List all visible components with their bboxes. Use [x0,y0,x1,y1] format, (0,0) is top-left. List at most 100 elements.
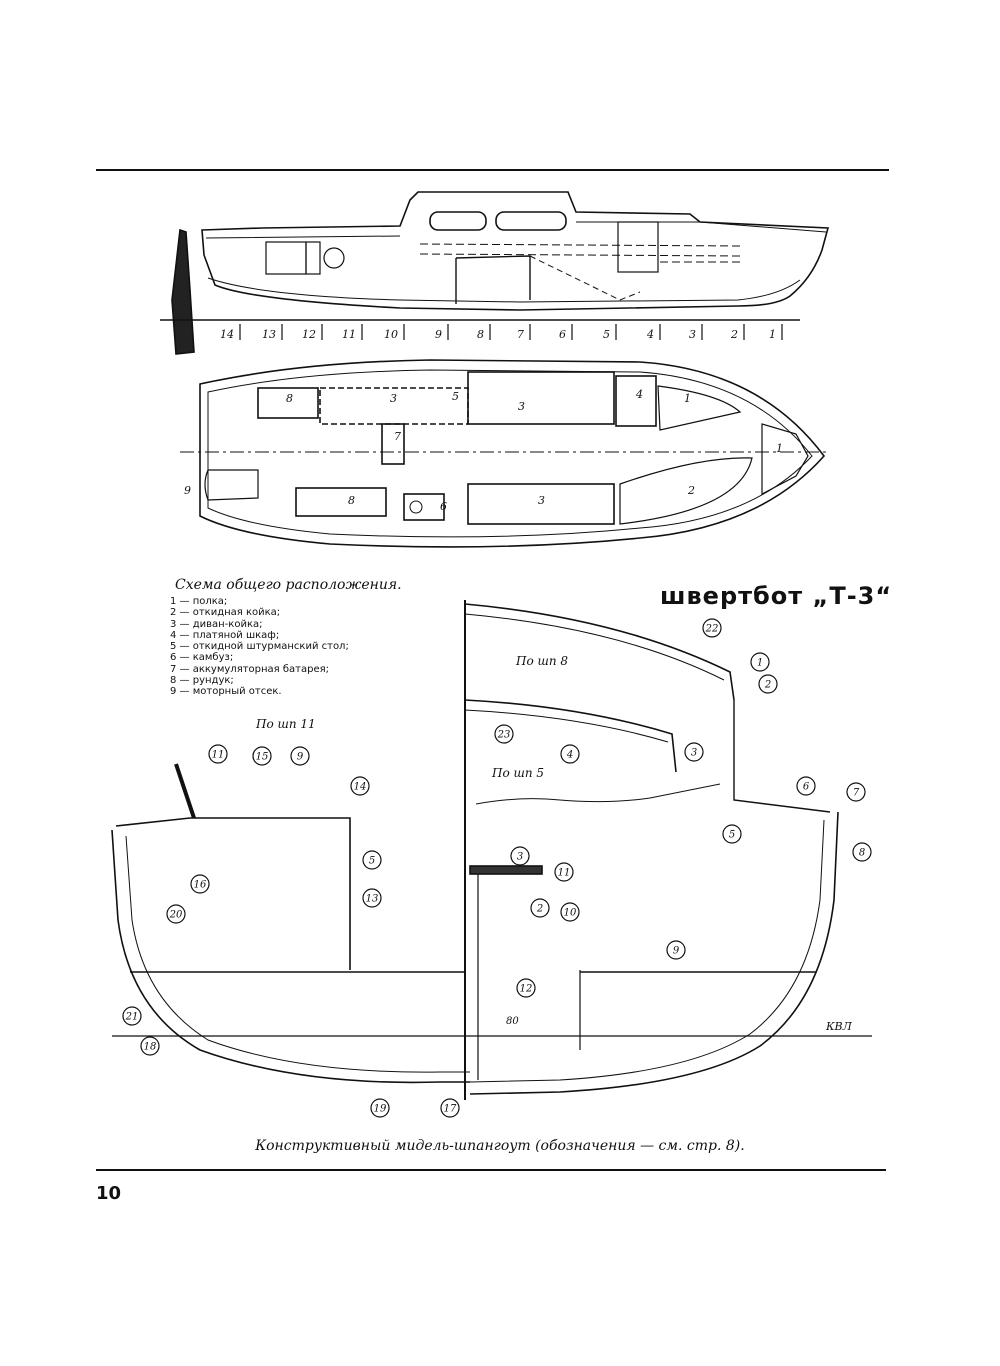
callout-label: 6 [803,782,810,793]
frame-label: 7 [517,328,524,341]
callout-circle [362,850,382,870]
frame-label: 3 [689,328,696,341]
callout-label: 22 [705,624,719,635]
legend-item: 4 — платяной шкаф; [170,629,280,641]
frame-label: 11 [342,328,356,341]
galley-6 [403,493,445,521]
legend-item: 1 — полка; [170,596,228,607]
callout-label: 4 [566,750,573,761]
callout-label: 14 [354,782,367,793]
hull-section-left-inner [125,835,470,1073]
legend-list: 1 — полка; 2 — откидная койка; 3 — диван… [170,596,349,698]
frame-label: 5 [603,328,610,341]
callout-circle [252,746,272,766]
frame-label: 2 [730,328,738,341]
cabin-roof-frame-5-inner [464,709,669,743]
frame-label: 6 [559,328,566,341]
settee-berth-bottom [467,483,615,525]
callout-label: 20 [169,910,183,921]
fore-shelf [761,423,809,495]
aft-cabinet-2 [305,241,321,275]
plan-zone-label: 8 [348,494,355,507]
frame-label: 1 [769,328,776,341]
label-frame-8: По шп 8 [516,654,569,668]
callout-label: 3 [691,748,697,759]
label-frame-11: По шп 11 [256,717,316,731]
frame-label: 14 [220,328,234,341]
fwd-berth-top [657,385,742,431]
hull-plan-outer [199,359,826,548]
callout-circle [370,1098,390,1118]
hull-section-left [111,829,470,1084]
dimension-label: 80 [506,1016,519,1027]
callout-circle [846,782,866,802]
hull-section-right [469,811,839,1095]
callout-circle [684,742,704,762]
plan-zone-label: 1 [776,442,783,455]
settee-back [469,865,543,875]
plan-zone-label: 8 [286,392,293,405]
legend-item: 7 — аккумуляторная батарея; [170,663,329,675]
cockpit-locker-8-top [257,387,319,419]
hatch-coaming [174,763,196,819]
callout-label: 3 [517,852,523,863]
battery-7 [381,423,405,465]
frame-label: 4 [646,328,654,341]
figure-caption: Конструктивный мидель-шпангоут (обозначе… [255,1138,745,1154]
cabin-roof-frame-8 [464,603,735,701]
label-frame-5: По шп 5 [492,766,545,780]
legend-title: Схема общего расположения. [175,577,402,593]
bottom-rule [96,1169,886,1171]
callout-circle [560,902,580,922]
callout-circle [530,898,550,918]
frame-ticks [239,324,783,340]
callout-label: 21 [125,1012,139,1023]
callout-label: 16 [194,880,207,891]
callout-label: 19 [374,1104,387,1115]
callout-label: 13 [366,894,379,905]
callout-label: 23 [497,730,511,741]
plan-zone-label: 3 [390,392,397,405]
callout-label: 2 [764,680,771,691]
callout-circle [852,842,872,862]
plan-zone-label: 5 [452,390,459,403]
callout-label: 11 [212,750,225,761]
settee-frame-8 [470,869,816,973]
callout-circle [208,744,228,764]
cockpit-locker-8-bottom [295,487,387,517]
callout-label: 5 [729,830,735,841]
hull-plan-inner [207,369,813,538]
callout-label: 15 [256,752,269,763]
plan-zone-label: 4 [635,388,643,401]
page-number: 10 [96,1183,122,1204]
plan-zone-label: 6 [440,500,447,513]
callout-label: 2 [536,904,543,915]
broken-section-edge [475,783,721,805]
frame-label: 8 [477,328,484,341]
cabin-window-fwd [495,211,567,231]
chair-frame [477,874,581,1080]
plan-zone-label: 2 [687,484,695,497]
engine-compartment [204,469,259,501]
keel-line [207,277,801,303]
callout-circle [440,1098,460,1118]
callout-label: 17 [444,1104,457,1115]
callout-label: 7 [853,788,860,799]
callout-circle [554,862,574,882]
callout-label: 10 [564,908,577,919]
fwd-berth-bottom [619,457,753,525]
callout-label: 1 [757,658,763,669]
callout-circle [702,618,722,638]
centerboard [529,255,641,301]
plan-zone-label: 3 [518,400,525,413]
hull-section-right-inner [469,819,825,1083]
legend-item: 3 — диван-койка; [170,618,263,630]
callout-label: 9 [673,946,680,957]
cabin-side [733,700,831,813]
callout-label: 5 [369,856,375,867]
frame-label: 13 [262,328,276,341]
